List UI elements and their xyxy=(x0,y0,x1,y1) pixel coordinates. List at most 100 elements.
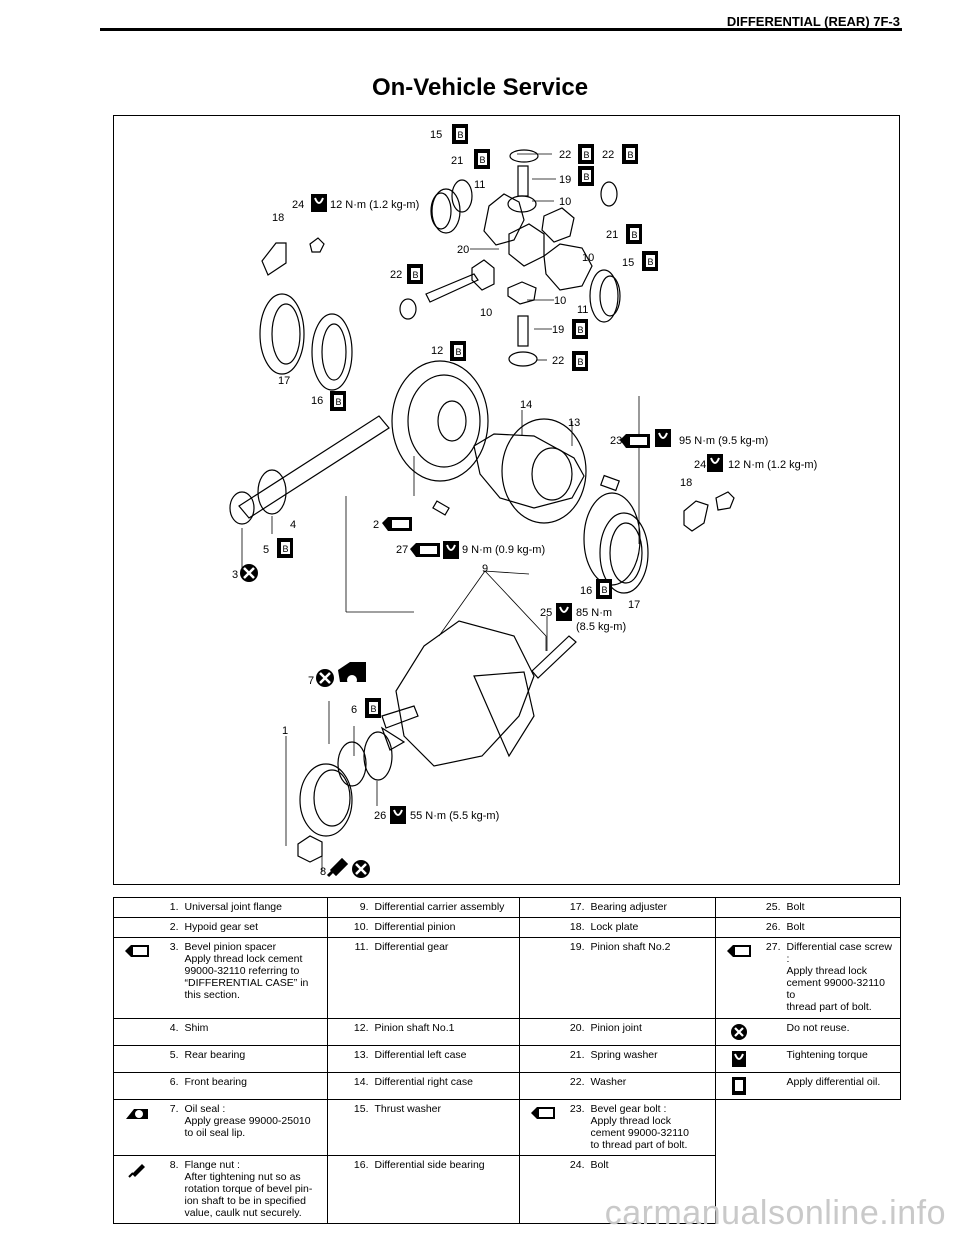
legend-item-number: 24. xyxy=(569,1158,585,1171)
legend-item-number: 4. xyxy=(169,1021,179,1034)
legend-icon-cell xyxy=(519,1044,566,1073)
legend-icon-cell xyxy=(113,1071,160,1100)
legend-item-label: Apply differential oil. xyxy=(786,1075,881,1088)
side-gears-group xyxy=(259,149,621,391)
legend-item: 9.Differential carrier assembly xyxy=(349,896,520,919)
callout-10c: 10 xyxy=(554,295,566,307)
callout-25: 25 xyxy=(540,607,552,619)
legend-item-number: 11. xyxy=(354,941,369,954)
legend-item-label: Pinion shaft No.1 xyxy=(374,1021,455,1034)
legend-item: 26. Bolt xyxy=(761,917,901,939)
legend-icon-cell xyxy=(327,1154,350,1225)
legend-icon-cell xyxy=(519,917,566,939)
legend-item-number: 23. xyxy=(569,1102,585,1115)
callout-18a: 18 xyxy=(272,212,284,224)
callout-22c: 22 xyxy=(390,269,402,281)
legend-item-label: Rear bearing xyxy=(184,1048,246,1061)
legend-item: 2.Hypoid gear set xyxy=(159,917,328,939)
legend-icon-cell xyxy=(327,1071,350,1100)
legend-item: 21.Spring washer xyxy=(565,1044,716,1073)
legend-item: 12. Pinion shaft No.1 xyxy=(349,1017,520,1046)
legend-item: 3.Bevel pinion spacer Apply thread lock … xyxy=(159,937,328,1019)
legend-item-label: Bearing adjuster xyxy=(590,901,667,913)
legend-item-label: Differential right case xyxy=(374,1075,473,1088)
legend-item-label: Bevel pinion spacer Apply thread lock ce… xyxy=(184,941,309,1002)
legend-icon-cell xyxy=(327,896,350,919)
legend-item-label: Shim xyxy=(184,1021,209,1034)
legend-item: 11. Differential gear xyxy=(349,937,520,1019)
cement-icon xyxy=(113,937,160,1019)
legend-item-number: 2. xyxy=(169,921,179,934)
callout-labels: 15 21 22 22 19 11 10 24 12 N·m (1.2 kg-m… xyxy=(232,129,817,878)
page-title: On-Vehicle Service xyxy=(371,74,589,101)
legend-item: 1. Universal joint flange xyxy=(159,896,328,919)
callout-2: 2 xyxy=(373,519,379,531)
legend-row: 2.Hypoid gear set 10.Differential pinion 1… xyxy=(113,917,901,939)
legend-item-label: Differential gear xyxy=(374,941,449,954)
callout-22a: 22 xyxy=(559,149,571,161)
callout-23-torque: 95 N·m (9.5 kg-m) xyxy=(679,435,768,447)
legend-item-label: Universal joint flange xyxy=(184,901,282,913)
callout-6: 6 xyxy=(351,704,357,716)
legend-icon-cell xyxy=(519,937,566,1019)
legend-item: Tightening torque xyxy=(761,1044,901,1073)
legend-icon-cell xyxy=(113,896,160,919)
legend-icon-cell xyxy=(327,1098,350,1156)
legend-item-label: Bevel gear bolt : Apply thread lock ceme… xyxy=(590,1102,689,1151)
parts-legend-table: 1. Universal joint flange 9.Differential c… xyxy=(113,896,901,1225)
legend-empty xyxy=(716,1099,762,1155)
legend-item-label: Spring washer xyxy=(590,1048,658,1061)
legend-item: 18.Lock plate xyxy=(565,917,716,939)
carrier-housing-group xyxy=(297,620,577,863)
legend-item: 15.Thrust washer xyxy=(349,1098,520,1156)
legend-item-number: 25. xyxy=(765,901,781,913)
grease-icon xyxy=(113,1098,160,1156)
callout-4: 4 xyxy=(290,519,296,531)
legend-item-number: 7. xyxy=(169,1102,179,1115)
legend-item-number: 26. xyxy=(765,921,781,934)
legend-item: 10.Differential pinion xyxy=(349,917,520,939)
legend-icon-cell xyxy=(327,937,350,1019)
legend-item: 16.Differential side bearing xyxy=(349,1154,520,1225)
legend-icon-cell xyxy=(519,1071,566,1100)
callout-15b: 15 xyxy=(622,257,634,269)
legend-item: 4. Shim xyxy=(159,1017,328,1046)
callout-11b: 11 xyxy=(577,304,588,316)
legend-item: Do not reuse. xyxy=(761,1017,901,1046)
legend-item-label: Bolt xyxy=(786,921,805,934)
legend-icon-cell xyxy=(715,917,762,939)
legend-row: 7.Oil seal : Apply grease 99000-25010 to… xyxy=(113,1098,901,1156)
legend-item-number: 1. xyxy=(169,901,179,913)
legend-item-label: Flange nut : After tightening nut so as … xyxy=(184,1158,313,1219)
legend-item-label: Differential pinion xyxy=(374,921,456,934)
callout-25-torque-1: 85 N·m xyxy=(576,607,612,619)
legend-item-number: 22. xyxy=(569,1075,585,1088)
legend-item-number: 16. xyxy=(353,1158,369,1171)
callout-17a: 17 xyxy=(278,375,290,387)
legend-item-label: Pinion shaft No.2 xyxy=(590,941,671,954)
legend-item-number: 12. xyxy=(353,1021,369,1034)
callout-26-torque: 55 N·m (5.5 kg-m) xyxy=(410,810,499,822)
legend-item: 17.Bearing adjuster xyxy=(565,896,716,919)
legend-item-label: Pinion joint xyxy=(590,1021,642,1034)
legend-item-number: 27. xyxy=(765,941,781,954)
callout-7: 7 xyxy=(308,675,314,687)
legend-icon-cell xyxy=(327,917,350,939)
callout-9: 9 xyxy=(482,563,488,575)
callout-5: 5 xyxy=(263,544,269,556)
callout-1: 1 xyxy=(282,725,288,737)
callout-22d: 22 xyxy=(552,355,564,367)
callout-24b: 24 xyxy=(694,459,706,471)
callout-16b: 16 xyxy=(580,585,592,597)
legend-empty xyxy=(762,1099,901,1155)
callout-21a: 21 xyxy=(451,155,463,167)
ring-gear-group xyxy=(229,360,735,594)
noreuse-icon xyxy=(715,1017,762,1046)
legend-item: 8.Flange nut : After tightening nut so a… xyxy=(159,1154,328,1225)
legend-icon-cell xyxy=(519,896,566,919)
legend-item: 25.Bolt xyxy=(761,896,901,919)
legend-item-label: Do not reuse. xyxy=(786,1021,850,1034)
legend-item-label: Thrust washer xyxy=(374,1102,442,1115)
